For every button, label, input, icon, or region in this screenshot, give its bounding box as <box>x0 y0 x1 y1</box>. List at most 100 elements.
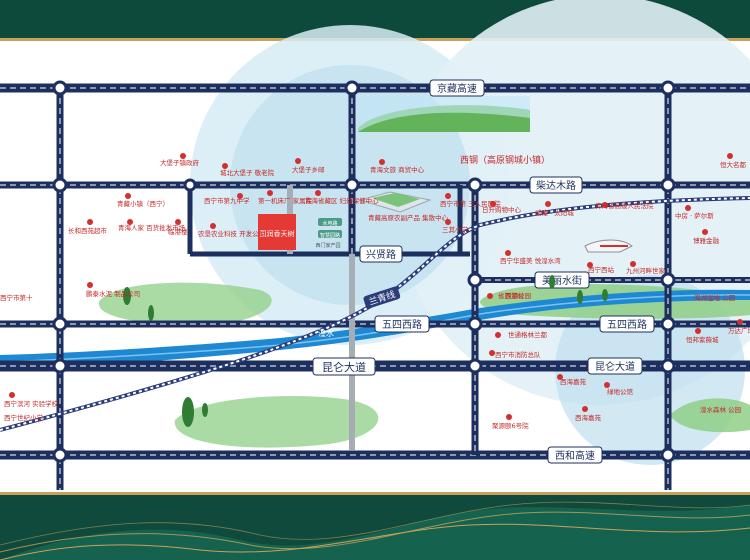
svg-text:长和西苑超市: 长和西苑超市 <box>68 226 108 235</box>
junction-nodes <box>52 80 676 463</box>
road-label-kunlun: 昆仑大道 <box>312 357 376 376</box>
svg-text:京藏高速: 京藏高速 <box>437 82 477 95</box>
svg-text:美丽水街: 美丽水街 <box>542 274 582 287</box>
poi-marker: 恒大名都 <box>720 153 747 169</box>
svg-text:兴贤路: 兴贤路 <box>366 248 396 261</box>
road-label-jingzang: 京藏高速 <box>429 79 485 97</box>
poi-marker: 青海文旅 商贸中心 <box>370 159 425 174</box>
svg-text:柴达木路: 柴达木路 <box>536 179 576 192</box>
road-label-shuixing: 水电路 <box>322 220 337 227</box>
svg-text:第一机床厂 家属院: 第一机床厂 家属院 <box>258 196 313 205</box>
district-label-xigang: 西钢（高原钢城小镇） <box>460 154 550 166</box>
svg-text:临港楼: 临港楼 <box>168 227 188 236</box>
poi-marker: 大堡子乡邮 <box>292 158 325 174</box>
svg-text:西宁世纪小学: 西宁世纪小学 <box>4 413 44 422</box>
svg-text:西海嘉苑: 西海嘉苑 <box>575 413 602 422</box>
poi-marker: 聚源颐6号院 <box>492 414 529 430</box>
poi-marker: 万达广场 <box>728 319 750 335</box>
road-label-xingxian: 兴贤路 <box>359 245 403 263</box>
tree-icons <box>123 275 608 427</box>
svg-text:绿地公馆: 绿地公馆 <box>607 387 634 396</box>
poi-marker: 西宁市第 三人民医院 <box>440 193 501 208</box>
svg-text:日升购物中心: 日升购物中心 <box>482 205 522 214</box>
svg-text:西和高速: 西和高速 <box>555 449 595 462</box>
poi-marker: 九州河畔世家 <box>626 261 666 275</box>
svg-text:九州河畔世家: 九州河畔世家 <box>626 266 666 275</box>
svg-text:万达广场: 万达广场 <box>728 326 750 335</box>
poi-marker: 西宁市第九中学 <box>204 193 250 205</box>
svg-text:中房 · 萨尔斯: 中房 · 萨尔斯 <box>675 211 714 220</box>
poi-marker: 西宁华盛美 悦湟水湾 <box>500 250 561 265</box>
road-label-zhihuiyuan: 智慧园路 <box>320 232 340 239</box>
svg-text:恒大名都: 恒大名都 <box>720 160 747 169</box>
road-label-wusi-right: 五四西路 <box>599 315 655 333</box>
park-forest <box>670 398 750 433</box>
svg-text:聚源颐6号院: 聚源颐6号院 <box>492 421 529 430</box>
svg-text:恒邦紫薇城: 恒邦紫薇城 <box>686 335 719 344</box>
svg-text:西宁市第九中学: 西宁市第九中学 <box>204 196 250 205</box>
svg-text:大堡子镇政府: 大堡子镇政府 <box>160 158 200 167</box>
svg-text:农垦农业科技 开发公司: 农垦农业科技 开发公司 <box>198 229 265 238</box>
road-label-kunlun-right: 昆仑大道 <box>587 357 643 375</box>
svg-text:海湖湿地 公园: 海湖湿地 公园 <box>694 293 735 302</box>
poi-marker: 日升购物中心 <box>482 201 522 214</box>
road-label-chaidamu: 柴达木路 <box>529 176 583 194</box>
svg-text:威隆 · 太阳城: 威隆 · 太阳城 <box>535 208 574 217</box>
svg-text:大堡子乡邮: 大堡子乡邮 <box>292 165 325 174</box>
svg-text:青海人家 百货批发市场: 青海人家 百货批发市场 <box>118 223 186 232</box>
poi-marker: 西宁滨河 实验学校 <box>4 392 59 408</box>
poi-marker: 青藏高原农副产品 集散中心 <box>368 213 449 222</box>
poi-marker: 恒邦紫薇城 <box>686 328 719 344</box>
poi-marker: 威隆 · 太阳城 <box>535 201 574 217</box>
svg-text:西宁市第 三人民医院: 西宁市第 三人民医院 <box>440 199 501 208</box>
svg-text:西宁西站: 西宁西站 <box>588 265 615 274</box>
poi-marker: 博雅金融 <box>693 229 720 245</box>
svg-text:湟水森林 公园: 湟水森林 公园 <box>700 405 741 414</box>
poi-marker: 临港楼 <box>168 219 188 236</box>
poi-marker: 中房 · 萨尔斯 <box>675 205 714 220</box>
poi-marker: 长和西苑超市 <box>68 219 108 235</box>
svg-text:鹏泰水泥 制品公司: 鹏泰水泥 制品公司 <box>86 289 140 298</box>
svg-text:青海省高级人民法院: 青海省高级人民法院 <box>595 201 654 210</box>
svg-text:青藏小镇（西宁）: 青藏小镇（西宁） <box>117 199 169 208</box>
svg-text:西海嘉苑: 西海嘉苑 <box>560 377 587 386</box>
svg-text:世通格林兰都: 世通格林兰都 <box>508 330 548 339</box>
road-label-meilishuijie: 美丽水街 <box>534 271 590 289</box>
svg-text:五四西路: 五四西路 <box>382 318 422 331</box>
svg-text:博雅金融: 博雅金融 <box>693 236 720 245</box>
project-block <box>258 214 296 250</box>
svg-text:青藏高原农副产品 集散中心: 青藏高原农副产品 集散中心 <box>368 213 449 222</box>
svg-text:青海文旅 商贸中心: 青海文旅 商贸中心 <box>370 165 425 174</box>
svg-text:西宁滨河 实验学校: 西宁滨河 实验学校 <box>4 399 59 408</box>
svg-text:西钢公园: 西钢公园 <box>505 292 531 300</box>
poi-marker: 第一机床厂 家属院 <box>258 190 313 205</box>
poi-marker: 农垦农业科技 开发公司 <box>198 223 265 238</box>
poi-marker: 湟水森林 公园 <box>700 405 741 414</box>
poi-marker: 西宁市消防总队 <box>489 350 541 359</box>
poi-marker: 青海省高级人民法院 <box>595 201 654 210</box>
poi-marker: 城北大堡子 敬老院 <box>220 163 275 177</box>
road-label-xihe: 西和高速 <box>547 446 603 464</box>
svg-text:青海省藏区 妇幼保健中心: 青海省藏区 妇幼保健中心 <box>305 196 379 205</box>
train-icon <box>584 239 633 253</box>
poi-marker: 青藏小镇（西宁） <box>117 193 169 208</box>
svg-text:西宁市消防总队: 西宁市消防总队 <box>495 350 541 359</box>
poi-layer: 大堡子镇政府 城北大堡子 敬老院 大堡子乡邮 西宁市第九中学 第一机床厂 家属院… <box>0 153 750 430</box>
poi-marker: 海湖湿地 公园 <box>694 293 735 302</box>
svg-text:五四西路: 五四西路 <box>607 318 647 331</box>
poi-marker: 西海嘉苑 <box>557 374 587 386</box>
poi-marker: 西宁世纪小学 <box>4 413 44 422</box>
poi-marker: 西海嘉苑 <box>575 406 602 422</box>
road-label-ximen: 西门家产园 <box>315 242 340 249</box>
svg-text:昆仑大道: 昆仑大道 <box>322 360 366 374</box>
svg-text:三其小学: 三其小学 <box>442 225 469 234</box>
park-hill-south <box>174 396 379 448</box>
poi-marker: 世通格林兰都 <box>495 330 548 339</box>
svg-text:西宁市第十: 西宁市第十 <box>0 293 33 302</box>
poi-marker: 西钢公园 <box>505 292 531 300</box>
poi-marker: 青海人家 百货批发市场 <box>118 219 186 232</box>
bottom-gold-line <box>0 492 750 495</box>
poi-marker: 鹏泰水泥 制品公司 <box>86 282 140 298</box>
